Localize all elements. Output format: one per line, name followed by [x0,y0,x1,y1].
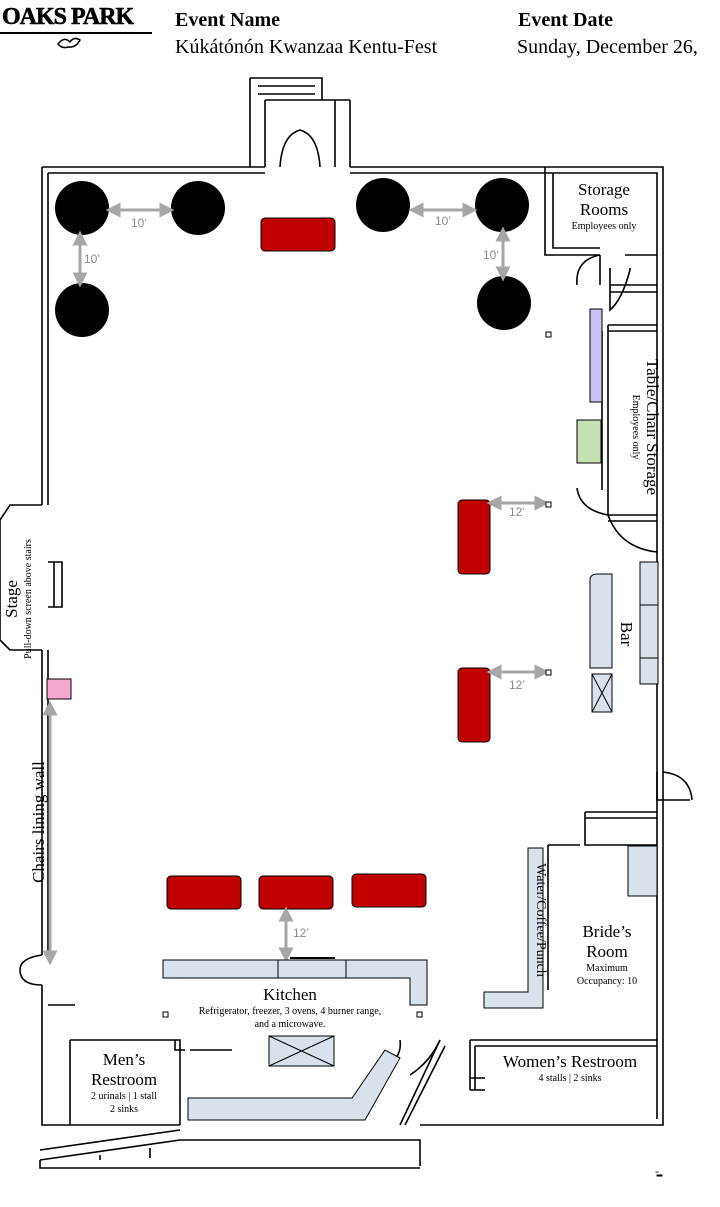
kitchen-note2: and a microwave. [254,1019,326,1030]
footer-mark: - [655,1164,659,1178]
rect-table [457,667,491,743]
round-table [475,178,529,232]
storage-rooms-label: Storage Rooms Employees only [560,180,648,233]
womens-note: 4 stalls | 2 sinks [538,1073,602,1084]
rect-table [258,875,334,910]
round-table [477,276,531,330]
rect-table [457,499,491,575]
distance-label: 10’ [435,214,452,228]
round-table [356,178,410,232]
womens-title: Women’s Restroom [502,1052,638,1071]
oaks-park-logo: OAKS PARK [0,4,152,49]
bar-label: Bar [617,621,636,647]
brides-room-label: Bride’s Room Maximum Occupancy: 10 [555,922,659,988]
event-date-value: Sunday, December 26, [517,36,698,58]
brides-room-line2: Room [586,942,628,961]
chairs-lining-wall-label: Chairs lining wall [29,761,48,883]
logo-text: OAKS PARK [2,4,135,31]
rect-table [166,875,242,910]
water-station-label: Water/Coffee/Punch [533,863,548,977]
rect-table [351,873,427,908]
mens-line1: Men’s [102,1050,146,1069]
distance-label: 12’ [509,505,526,519]
storage-cart [576,419,602,464]
bar-counter [589,561,659,713]
kitchen-counter [162,957,428,1067]
kitchen-title: Kitchen [263,985,317,1004]
outer-wall [42,166,664,1126]
mens-note2: 2 sinks [109,1104,139,1115]
brides-room-note1: Maximum [586,963,628,974]
round-tables [55,178,531,337]
mens-note1: 2 urinals | 1 stall [91,1091,157,1102]
event-name-label: Event Name [175,9,280,31]
distance-label: 10’ [131,216,148,230]
brides-room-note2: Occupancy: 10 [576,976,638,987]
logo-underline [0,32,152,34]
storage-rooms-line1: Storage [578,180,630,199]
mens-line2: Restroom [90,1070,158,1089]
storage-rooms-note: Employees only [571,221,637,232]
distance-label: 12’ [509,678,526,692]
kitchen-label: Kitchen Refrigerator, freezer, 3 ovens, … [180,985,400,1031]
stage-note: Pull-down screen above stairs [23,539,34,659]
table-chair-storage-note: Employees only [630,394,641,460]
rect-tables [166,217,491,910]
storage-shelf [589,308,603,403]
brides-room-line1: Bride’s [582,922,632,941]
mens-restroom-label: Men’s Restroom 2 urinals | 1 stall 2 sin… [72,1050,176,1116]
table-chair-storage-label: Table/Chair Storage Employees only [622,347,662,507]
kitchen-note1: Refrigerator, freezer, 3 ovens, 4 burner… [198,1006,382,1017]
stage-title: Stage [2,580,21,618]
distance-label: 10’ [84,252,101,266]
storage-rooms-line2: Rooms [579,200,629,219]
event-date-label: Event Date [518,9,613,31]
womens-restroom-label: Women’s Restroom 4 stalls | 2 sinks [480,1052,660,1085]
distance-label: 12’ [293,926,310,940]
pink-marker [46,678,72,700]
table-chair-storage-title: Table/Chair Storage [643,358,662,496]
round-table [55,283,109,337]
event-name-value: Kúkátónón Kwanzaa Kentu-Fest [175,36,438,58]
rect-table [260,217,336,252]
round-table [55,181,109,235]
distance-label: 10’ [483,248,500,262]
logo-leaf-icon [57,37,81,49]
stage-label: Stage Pull-down screen above stairs [2,529,40,669]
round-table [171,181,225,235]
